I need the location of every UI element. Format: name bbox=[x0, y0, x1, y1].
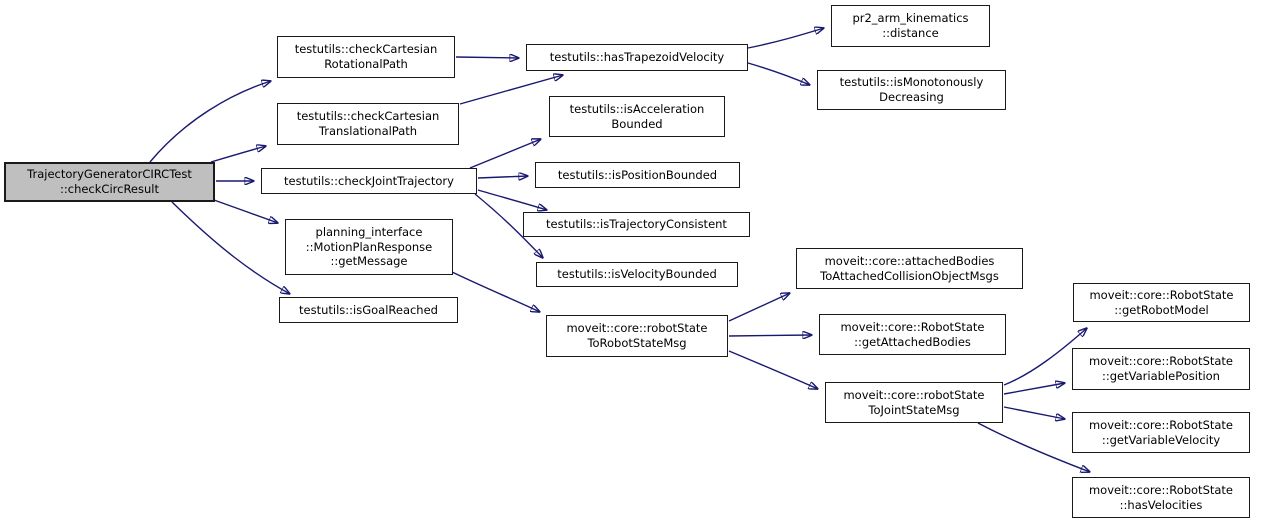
edge-check-joint-trajectory-to-is-acceleration-bounded bbox=[469, 139, 541, 169]
edge-has-trapezoid-velocity-to-distance bbox=[747, 28, 824, 49]
node-get-attached-bodies[interactable]: moveit::core::RobotState ::getAttachedBo… bbox=[819, 314, 1006, 355]
edge-check-circ-result-to-check-cartesian-translational-path bbox=[210, 146, 266, 163]
edge-check-circ-result-to-is-goal-reached bbox=[171, 201, 290, 294]
node-label: moveit::core::robotState ToRobotStateMsg bbox=[566, 321, 708, 350]
node-label: testutils::hasTrapezoidVelocity bbox=[549, 50, 725, 65]
node-has-trapezoid-velocity[interactable]: testutils::hasTrapezoidVelocity bbox=[526, 44, 748, 71]
node-label: testutils::isAcceleration Bounded bbox=[569, 101, 705, 131]
edge-has-trapezoid-velocity-to-is-monotonously-decreasing bbox=[747, 62, 810, 85]
edge-check-joint-trajectory-to-is-trajectory-consistent bbox=[477, 189, 547, 210]
edge-check-circ-result-to-get-message bbox=[213, 199, 278, 223]
edge-robot-state-msg-to-get-attached-bodies bbox=[728, 335, 812, 336]
node-label: testutils::isGoalReached bbox=[299, 302, 438, 317]
node-is-trajectory-consistent[interactable]: testutils::isTrajectoryConsistent bbox=[523, 212, 750, 237]
edge-joint-state-msg-to-get-variable-velocity bbox=[1003, 406, 1065, 419]
node-label: testutils::isVelocityBounded bbox=[557, 267, 717, 282]
node-has-velocities[interactable]: moveit::core::RobotState ::hasVelocities bbox=[1072, 477, 1250, 518]
node-check-circ-result: TrajectoryGeneratorCIRCTest ::checkCircR… bbox=[4, 162, 215, 202]
edge-get-message-to-robot-state-to-robot-state-msg bbox=[449, 270, 540, 312]
node-is-position-bounded[interactable]: testutils::isPositionBounded bbox=[535, 162, 740, 188]
node-check-cartesian-rotational-path[interactable]: testutils::checkCartesian RotationalPath bbox=[277, 36, 455, 78]
node-label: testutils::isMonotonously Decreasing bbox=[839, 75, 984, 104]
edge-check-joint-trajectory-to-is-position-bounded bbox=[477, 176, 528, 178]
node-label: moveit::core::RobotState ::hasVelocities bbox=[1088, 482, 1234, 512]
node-label: moveit::core::attachedBodies ToAttachedC… bbox=[820, 253, 999, 283]
node-robot-state-to-joint-state-msg[interactable]: moveit::core::robotState ToJointStateMsg bbox=[825, 382, 1003, 423]
node-check-joint-trajectory[interactable]: testutils::checkJointTrajectory bbox=[261, 168, 477, 194]
node-label: planning_interface ::MotionPlanResponse … bbox=[305, 224, 433, 269]
node-label: testutils::checkJointTrajectory bbox=[284, 173, 454, 188]
node-get-variable-velocity[interactable]: moveit::core::RobotState ::getVariableVe… bbox=[1072, 412, 1250, 453]
node-get-variable-position[interactable]: moveit::core::RobotState ::getVariablePo… bbox=[1072, 348, 1250, 390]
node-label: testutils::checkCartesian RotationalPath bbox=[294, 42, 438, 71]
edge-check-joint-trajectory-to-is-velocity-bounded bbox=[474, 193, 543, 258]
edge-robot-state-msg-to-attached-bodies bbox=[728, 293, 790, 322]
node-get-robot-model[interactable]: moveit::core::RobotState ::getRobotModel bbox=[1073, 283, 1250, 322]
node-is-goal-reached[interactable]: testutils::isGoalReached bbox=[279, 297, 458, 323]
edge-joint-state-msg-to-has-velocities bbox=[977, 422, 1090, 472]
node-label: moveit::core::RobotState ::getRobotModel bbox=[1089, 287, 1234, 317]
node-label: testutils::isPositionBounded bbox=[557, 167, 718, 182]
node-is-acceleration-bounded[interactable]: testutils::isAcceleration Bounded bbox=[549, 96, 725, 137]
node-robot-state-to-robot-state-msg[interactable]: moveit::core::robotState ToRobotStateMsg bbox=[546, 315, 728, 357]
node-label: testutils::isTrajectoryConsistent bbox=[546, 217, 727, 232]
node-is-velocity-bounded[interactable]: testutils::isVelocityBounded bbox=[536, 262, 738, 287]
node-label: moveit::core::robotState ToJointStateMsg bbox=[843, 387, 985, 417]
node-label: TrajectoryGeneratorCIRCTest ::checkCircR… bbox=[27, 167, 192, 196]
node-label: testutils::checkCartesian TranslationalP… bbox=[296, 109, 440, 138]
node-label: moveit::core::RobotState ::getVariablePo… bbox=[1088, 354, 1234, 383]
edge-rotational-path-to-has-trapezoid-velocity bbox=[455, 57, 519, 58]
node-pr2-arm-kinematics-distance[interactable]: pr2_arm_kinematics ::distance bbox=[831, 5, 990, 47]
edge-joint-state-msg-to-get-robot-model bbox=[1003, 328, 1087, 386]
node-is-monotonously-decreasing[interactable]: testutils::isMonotonously Decreasing bbox=[817, 70, 1006, 110]
node-label: moveit::core::RobotState ::getVariableVe… bbox=[1088, 417, 1234, 447]
edge-check-circ-result-to-check-cartesian-rotational-path bbox=[149, 81, 271, 163]
node-motion-plan-response-get-message[interactable]: planning_interface ::MotionPlanResponse … bbox=[285, 219, 453, 275]
node-attached-bodies-to-attached-collision-object-msgs[interactable]: moveit::core::attachedBodies ToAttachedC… bbox=[796, 248, 1023, 289]
edge-translational-path-to-has-trapezoid-velocity bbox=[459, 75, 563, 105]
node-check-cartesian-translational-path[interactable]: testutils::checkCartesian TranslationalP… bbox=[277, 103, 459, 145]
edge-robot-state-msg-to-joint-state-msg bbox=[728, 350, 818, 389]
edge-joint-state-msg-to-get-variable-position bbox=[1003, 383, 1065, 395]
node-label: moveit::core::RobotState ::getAttachedBo… bbox=[840, 319, 985, 349]
node-label: pr2_arm_kinematics ::distance bbox=[852, 11, 969, 40]
